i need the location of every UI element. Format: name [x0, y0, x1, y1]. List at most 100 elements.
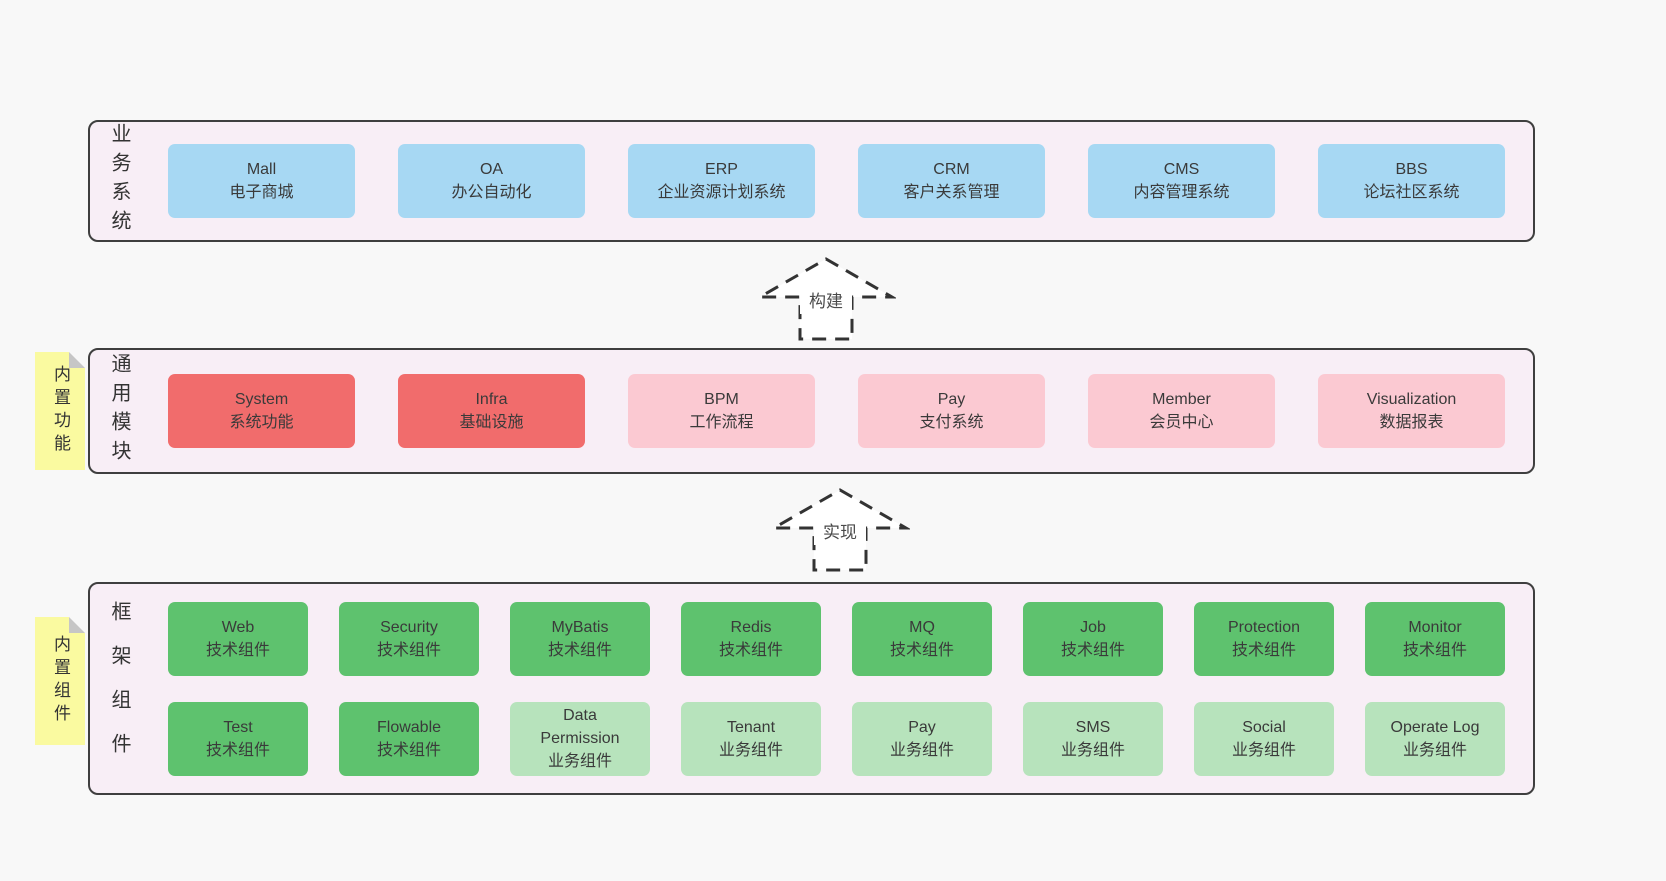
- box-desc: 业务组件: [1060, 741, 1125, 759]
- box-desc: 技术组件: [376, 641, 441, 659]
- box-desc: 内容管理系统: [1133, 184, 1230, 201]
- box-desc: 业务组件: [547, 753, 612, 770]
- box-desc: 业务组件: [1402, 741, 1467, 759]
- box-name: Infra: [475, 391, 508, 408]
- box-data-permission: Data Permission 业务组件: [510, 701, 650, 776]
- box-desc: 技术组件: [889, 641, 954, 659]
- box-desc: 业务组件: [1231, 741, 1296, 759]
- box-desc: 技术组件: [205, 641, 270, 659]
- layer-common-modules: 通用模块 System 系统功能 Infra 基础设施 BPM 工作流程 Pay…: [88, 348, 1535, 474]
- box-redis: Redis 技术组件: [681, 601, 821, 676]
- box-name: MQ: [909, 618, 935, 636]
- box-pay-component: Pay 业务组件: [852, 701, 992, 776]
- box-name: Job: [1080, 618, 1106, 636]
- box-desc: 企业资源计划系统: [657, 184, 786, 201]
- box-name: Web: [221, 618, 255, 636]
- box-desc: 技术组件: [205, 741, 270, 759]
- box-desc: 基础设施: [459, 414, 524, 431]
- sticky-note-builtin-components: 内置组件: [35, 617, 85, 745]
- modules-box-row: System 系统功能 Infra 基础设施 BPM 工作流程 Pay 支付系统…: [168, 374, 1505, 448]
- box-name: BBS: [1395, 161, 1428, 178]
- up-arrow-icon: 实现: [770, 488, 910, 572]
- box-name: Test: [223, 718, 253, 736]
- box-desc: 技术组件: [1060, 641, 1125, 659]
- box-name: Visualization: [1366, 391, 1457, 408]
- box-name: Mall: [246, 161, 277, 178]
- box-name: Tenant: [726, 718, 776, 736]
- box-bpm: BPM 工作流程: [628, 374, 815, 448]
- sticky-note-builtin-features: 内置功能: [35, 352, 85, 470]
- box-name: SMS: [1075, 718, 1111, 736]
- box-desc: 论坛社区系统: [1363, 184, 1460, 201]
- box-name: Monitor: [1408, 618, 1462, 636]
- box-desc: 数据报表: [1379, 414, 1444, 431]
- box-desc: 系统功能: [229, 414, 294, 431]
- box-monitor: Monitor 技术组件: [1365, 601, 1505, 676]
- components-row-1: Web 技术组件 Security 技术组件 MyBatis 技术组件 Redi…: [168, 601, 1505, 676]
- box-member: Member 会员中心: [1088, 374, 1275, 448]
- box-desc: 技术组件: [718, 641, 783, 659]
- box-desc: 会员中心: [1149, 414, 1214, 431]
- box-name: Flowable: [376, 718, 442, 736]
- box-name: BPM: [704, 391, 739, 408]
- box-desc: 技术组件: [376, 741, 441, 759]
- layer-business-systems: 业务系统 Mall 电子商城 OA 办公自动化 ERP 企业资源计划系统 CRM…: [88, 120, 1535, 242]
- box-desc: 支付系统: [919, 414, 984, 431]
- box-job: Job 技术组件: [1023, 601, 1163, 676]
- box-desc: 技术组件: [1231, 641, 1296, 659]
- arrow-implement: 实现: [770, 486, 910, 574]
- components-row-2: Test 技术组件 Flowable 技术组件 Data Permission …: [168, 701, 1505, 776]
- box-name: CRM: [933, 161, 970, 178]
- box-protection: Protection 技术组件: [1194, 601, 1334, 676]
- box-desc: 工作流程: [689, 414, 754, 431]
- box-security: Security 技术组件: [339, 601, 479, 676]
- components-box-rows: Web 技术组件 Security 技术组件 MyBatis 技术组件 Redi…: [168, 601, 1505, 776]
- box-sms: SMS 业务组件: [1023, 701, 1163, 776]
- box-infra: Infra 基础设施: [398, 374, 585, 448]
- box-name: OA: [479, 161, 504, 178]
- box-name: MyBatis: [551, 618, 609, 636]
- box-name: Member: [1152, 391, 1211, 408]
- box-name: Operate Log: [1390, 718, 1480, 736]
- box-visualization: Visualization 数据报表: [1318, 374, 1505, 448]
- box-name: Protection: [1227, 618, 1301, 636]
- box-name: Redis: [730, 618, 772, 636]
- box-test: Test 技术组件: [168, 701, 308, 776]
- box-name: Security: [380, 618, 438, 636]
- box-operate-log: Operate Log 业务组件: [1365, 701, 1505, 776]
- box-mall: Mall 电子商城: [168, 144, 355, 218]
- layer-components-label: 框架组件: [108, 600, 130, 777]
- business-box-row: Mall 电子商城 OA 办公自动化 ERP 企业资源计划系统 CRM 客户关系…: [168, 144, 1505, 218]
- box-desc: 技术组件: [547, 641, 612, 659]
- box-cms: CMS 内容管理系统: [1088, 144, 1275, 218]
- box-web: Web 技术组件: [168, 601, 308, 676]
- arrow-build: 构建: [756, 255, 896, 343]
- box-flowable: Flowable 技术组件: [339, 701, 479, 776]
- arrow-build-label: 构建: [809, 292, 843, 311]
- box-pay-module: Pay 支付系统: [858, 374, 1045, 448]
- box-bbs: BBS 论坛社区系统: [1318, 144, 1505, 218]
- box-name: System: [234, 391, 289, 408]
- box-name: Social: [1242, 718, 1286, 736]
- box-tenant: Tenant 业务组件: [681, 701, 821, 776]
- box-name: Data Permission: [540, 707, 620, 747]
- box-system: System 系统功能: [168, 374, 355, 448]
- box-desc: 业务组件: [718, 741, 783, 759]
- layer-business-label: 业务系统: [108, 123, 130, 239]
- box-desc: 办公自动化: [451, 184, 532, 201]
- box-social: Social 业务组件: [1194, 701, 1334, 776]
- arrow-implement-label: 实现: [823, 523, 857, 542]
- box-erp: ERP 企业资源计划系统: [628, 144, 815, 218]
- box-mq: MQ 技术组件: [852, 601, 992, 676]
- box-name: Pay: [908, 718, 936, 736]
- sticky-note-text: 内置组件: [51, 635, 70, 727]
- box-name: CMS: [1163, 161, 1200, 178]
- box-desc: 客户关系管理: [903, 184, 1000, 201]
- box-desc: 业务组件: [889, 741, 954, 759]
- box-oa: OA 办公自动化: [398, 144, 585, 218]
- layer-framework-components: 框架组件 Web 技术组件 Security 技术组件 MyBatis 技术组件…: [88, 582, 1535, 795]
- box-desc: 技术组件: [1402, 641, 1467, 659]
- box-name: ERP: [705, 161, 738, 178]
- layer-modules-label: 通用模块: [108, 353, 130, 469]
